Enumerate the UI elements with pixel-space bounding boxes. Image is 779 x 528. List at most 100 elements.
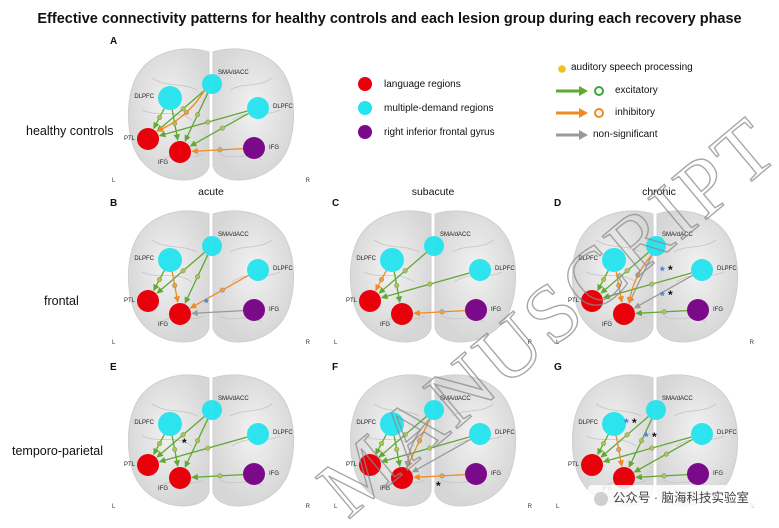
- brain-sulcus: [663, 315, 707, 323]
- right-hemisphere-label: R: [527, 340, 532, 346]
- node-ldl: [158, 412, 182, 436]
- right-hemisphere-label: R: [527, 504, 532, 510]
- connection-arrow: [633, 438, 693, 473]
- connection-arrow: [156, 90, 205, 132]
- phase-acute: acute: [198, 186, 224, 198]
- node-label: DLPFC: [134, 420, 154, 426]
- node-ptl: [581, 290, 603, 312]
- connection-arrow: [602, 436, 692, 464]
- node-rdl: [247, 259, 269, 281]
- node-ldl: [158, 86, 182, 110]
- panel-letter: D: [554, 198, 562, 209]
- node-ptl: [581, 454, 603, 476]
- edge-node-dot: [394, 282, 400, 288]
- significance-star: *: [624, 416, 629, 430]
- edge-node-dot: [616, 446, 622, 452]
- connection-arrow: [635, 309, 688, 317]
- connection-arrow: [600, 252, 649, 294]
- edge-node-dot: [195, 274, 201, 280]
- footer-credit: 公众号 · 脑海科技实验室: [587, 485, 755, 508]
- significance-star: *: [660, 264, 665, 278]
- connection-arrow: [158, 110, 248, 138]
- connection-arrow: [189, 274, 249, 309]
- brain-sulcus: [441, 315, 485, 323]
- node-label: DLPFC: [495, 266, 515, 272]
- connection-arrow: [413, 309, 466, 317]
- connection-arrow: [191, 309, 244, 317]
- node-sma: [202, 74, 222, 94]
- edge-node-dot: [205, 445, 211, 451]
- node-label: IFG: [269, 471, 279, 477]
- panel-letter: F: [332, 362, 339, 373]
- brain-sulcus: [151, 77, 198, 91]
- node-rdl: [691, 423, 713, 445]
- node-label: DLPFC: [495, 430, 515, 436]
- connection-arrow: [191, 473, 244, 481]
- brain-sulcus: [373, 239, 420, 253]
- brain-sulcus: [673, 403, 717, 417]
- brain-sulcus: [229, 403, 273, 417]
- panel-letter: E: [110, 362, 117, 373]
- brain-sulcus: [585, 435, 637, 447]
- connection-arrow: [602, 272, 692, 300]
- connection-arrow: [191, 147, 244, 155]
- significance-star: *: [660, 289, 665, 303]
- connection-arrow: [626, 254, 653, 304]
- node-ifg: [391, 303, 413, 325]
- edge-node-dot: [427, 445, 433, 451]
- node-label: IFG: [269, 145, 279, 151]
- node-label: IFG: [491, 307, 501, 313]
- phase-chronic: chronic: [642, 186, 676, 198]
- row-label-temporo-parietal: temporo-parietal: [12, 444, 104, 458]
- brain-sulcus: [451, 239, 495, 253]
- brain-sulcus: [363, 435, 415, 447]
- node-ifg: [391, 467, 413, 489]
- significance-star: *: [644, 430, 649, 444]
- node-ldl: [602, 248, 626, 272]
- left-hemisphere-label: L: [556, 340, 560, 346]
- node-ifg: [613, 303, 635, 325]
- brain-sulcus: [585, 271, 637, 283]
- brain-sulcus: [219, 479, 263, 487]
- edge-node-dot: [195, 112, 201, 118]
- edge-node-dot: [663, 451, 669, 457]
- edge-node-dot: [624, 268, 630, 274]
- edge-node-dot: [183, 110, 189, 116]
- node-label: IFG: [269, 307, 279, 313]
- edge-node-dot: [394, 446, 400, 452]
- node-ldl: [602, 412, 626, 436]
- right-hemisphere-label: R: [305, 340, 310, 346]
- significance-star: *: [204, 296, 209, 310]
- edge-node-dot: [219, 287, 225, 293]
- connection-arrow: [404, 418, 431, 468]
- node-sma: [424, 236, 444, 256]
- edge-node-dot: [639, 438, 645, 444]
- edge-node-dot: [379, 277, 385, 283]
- brain-sulcus: [373, 403, 420, 417]
- edge-node-dot: [661, 473, 667, 479]
- edge-node-dot: [417, 438, 423, 444]
- node-label: DLPFC: [134, 256, 154, 262]
- node-label: DLPFC: [273, 266, 293, 272]
- node-label: DLPFC: [273, 104, 293, 110]
- left-hemisphere-label: L: [334, 340, 338, 346]
- right-hemisphere-label: R: [749, 340, 754, 346]
- node-label: SMA/dACC: [218, 396, 249, 402]
- left-hemisphere-label: L: [112, 178, 116, 184]
- node-ldl: [380, 412, 404, 436]
- node-label: PTL: [124, 298, 136, 304]
- panel-letter: B: [110, 198, 118, 209]
- brain-sulcus: [673, 239, 717, 253]
- significance-star: *: [182, 436, 187, 450]
- node-label: PTL: [568, 298, 580, 304]
- left-hemisphere-label: L: [556, 504, 560, 510]
- node-label: IFG: [380, 322, 390, 328]
